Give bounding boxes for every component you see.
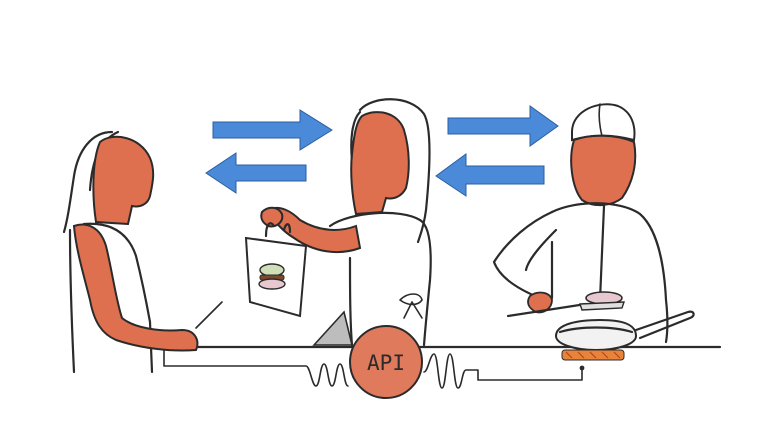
arrow-waiter-to-chef: [447, 105, 559, 147]
api-node: API: [349, 325, 423, 399]
customer-figure: [62, 130, 223, 374]
burger-bag-icon: [244, 222, 308, 318]
arrow-waiter-to-customer: [205, 152, 307, 194]
api-connection-wire: [163, 349, 585, 389]
arrow-customer-to-waiter: [212, 109, 333, 151]
arrow-chef-to-waiter: [435, 153, 545, 197]
api-label: API: [367, 351, 405, 375]
frying-pan-icon: [554, 310, 695, 361]
waiter-figure: [260, 98, 432, 347]
request-arrows: [212, 105, 559, 151]
chef-figure: [492, 103, 669, 344]
response-arrows: [205, 152, 545, 197]
